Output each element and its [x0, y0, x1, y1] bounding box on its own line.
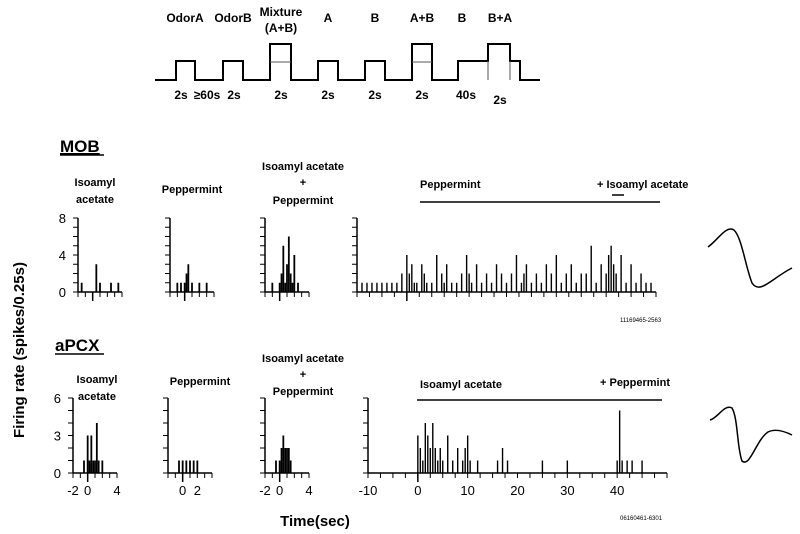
apcx-label-pep: Peppermint [170, 376, 231, 388]
apcx-waveform [709, 406, 793, 463]
x-tick-label: 10 [460, 483, 474, 498]
protocol-label-b: B [371, 11, 380, 25]
chart-panel-3 [352, 217, 657, 301]
mob-cell-id: 11169465-2563 [620, 318, 662, 324]
x-tick-label: 2 [194, 483, 201, 498]
apcx-label-added: + Peppermint [600, 377, 670, 389]
mob-waveform [707, 228, 793, 288]
y-tick-label: 6 [54, 391, 61, 406]
protocol-label-mixture-ab: (A+B) [265, 21, 297, 35]
protocol-duration: 40s [456, 88, 476, 102]
chart-panel-4: 0 3 6 -2 0 4 [54, 391, 121, 498]
protocol-duration: 2s [493, 93, 507, 107]
protocol-duration: 2s [174, 88, 188, 102]
protocol-label-odorB: OdorB [214, 11, 252, 25]
x-tick-label: 20 [510, 483, 524, 498]
x-tick-label: 4 [113, 483, 120, 498]
mob-label-mix-plus: + [300, 177, 306, 189]
mob-label-mix: Isoamyl acetate [262, 161, 344, 173]
x-tick-label: 40 [610, 483, 624, 498]
mob-label-iso: Isoamyl [75, 177, 116, 189]
protocol-label-b-plus-a: B+A [488, 11, 513, 25]
mob-label-pep: Peppermint [162, 184, 223, 196]
protocol-trace [155, 43, 540, 81]
chart-panel-7: -10 0 10 20 30 40 [359, 397, 668, 498]
apcx-label-mix: Isoamyl acetate [262, 353, 344, 365]
protocol-duration: 2s [227, 88, 241, 102]
x-tick-label: -2 [259, 483, 271, 498]
chart-panel-0: 0 4 8 [59, 211, 123, 301]
apcx-label-mix: Peppermint [273, 386, 334, 398]
y-tick-label: 4 [59, 248, 66, 263]
apcx-cell-id: 06160461-6301 [620, 516, 663, 522]
protocol-duration: 2s [368, 88, 382, 102]
apcx-label-mix-plus: + [300, 369, 306, 381]
region-title-apcx: aPCX [55, 336, 100, 355]
y-axis-label: Firing rate (spikes/0.25s) [11, 262, 28, 438]
protocol-label-a-plus-b: A+B [410, 11, 435, 25]
x-tick-label: 4 [305, 483, 312, 498]
y-tick-label: 0 [59, 285, 66, 300]
x-tick-label: -10 [359, 483, 378, 498]
apcx-label-iso: acetate [78, 391, 116, 403]
apcx-label-iso: Isoamyl [77, 374, 118, 386]
protocol-diagram: OdorA OdorB Mixture (A+B) A B A+B B B+A … [155, 5, 540, 107]
apcx-label-long: Isoamyl acetate [420, 379, 502, 391]
mob-label-iso: acetate [76, 194, 114, 206]
x-tick-label: 0 [414, 483, 421, 498]
mob-label-mix: Peppermint [273, 195, 334, 207]
mob-label-added: + Isoamyl acetate [597, 179, 688, 191]
chart-panel-1 [165, 217, 215, 301]
region-title-mob: MOB [60, 137, 100, 156]
y-tick-label: 0 [54, 466, 61, 481]
protocol-duration: 2s [415, 88, 429, 102]
protocol-duration: ≥60s [194, 88, 221, 102]
protocol-label-mixture: Mixture [260, 5, 303, 19]
y-tick-label: 3 [54, 429, 61, 444]
x-axis-label: Time(sec) [280, 513, 350, 530]
chart-panel-2 [260, 217, 310, 301]
protocol-duration: 2s [321, 88, 335, 102]
protocol-label-odorA: OdorA [166, 11, 204, 25]
x-tick-label: -2 [67, 483, 79, 498]
protocol-label-a: A [324, 11, 333, 25]
x-tick-label: 0 [179, 483, 186, 498]
protocol-duration: 2s [274, 88, 288, 102]
x-tick-label: 30 [560, 483, 574, 498]
x-tick-label: 0 [84, 483, 91, 498]
mob-label-long: Peppermint [420, 179, 481, 191]
protocol-label-b2: B [458, 11, 467, 25]
x-tick-label: 0 [276, 483, 283, 498]
y-tick-label: 8 [59, 211, 66, 226]
chart-panel-6: -2 0 4 [259, 397, 313, 498]
